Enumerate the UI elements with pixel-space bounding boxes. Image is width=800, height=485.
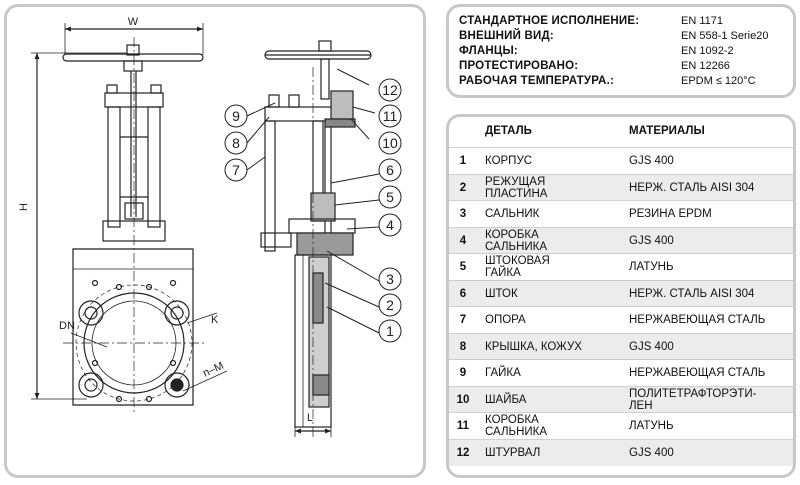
callout-6: 6	[386, 162, 394, 178]
row-part: КОРОБКА САЛЬНИКА	[485, 228, 548, 253]
row-material: ЛАТУНЬ	[629, 261, 674, 274]
callout-10: 10	[382, 135, 398, 151]
parts-table: ДЕТАЛЬ МАТЕРИАЛЫ 1 КОРПУС GJS 400 2 РЕЖУ…	[446, 114, 796, 478]
row-part: КОРОБКА САЛЬНИКА	[485, 414, 548, 439]
standard-value: EN 558-1 Serie20	[681, 30, 769, 42]
standard-value: EN 1092-2	[681, 45, 734, 57]
standard-label: РАБОЧАЯ ТЕМПЕРАТУРА.:	[459, 75, 614, 87]
callout-11: 11	[383, 108, 398, 124]
table-row: 5 ШТОКОВАЯ ГАЙКА ЛАТУНЬ	[449, 253, 793, 281]
table-row: 9 ГАЙКА НЕРЖАВЕЮЩАЯ СТАЛЬ	[449, 359, 793, 387]
row-number: 4	[459, 234, 467, 247]
callout-1: 1	[386, 323, 394, 339]
row-part: ШТУРВАЛ	[485, 446, 541, 459]
row-number: 9	[459, 367, 467, 380]
standard-value: EN 12266	[681, 60, 730, 72]
callout-4: 4	[386, 217, 394, 233]
row-part: САЛЬНИК	[485, 208, 540, 221]
callout-2: 2	[386, 297, 394, 313]
dim-h-label: H	[18, 203, 30, 211]
standard-label: ВНЕШНИЙ ВИД:	[459, 30, 554, 42]
table-row: 1 КОРПУС GJS 400	[449, 147, 793, 175]
dim-w-label: W	[128, 16, 139, 28]
standard-label: СТАНДАРТНОЕ ИСПОЛНЕНИЕ:	[459, 15, 640, 27]
callouts: 9 8 7 12 11 10 6 5 4 3 2 1	[224, 68, 402, 343]
standards-panel: СТАНДАРТНОЕ ИСПОЛНЕНИЕ: EN 1171 ВНЕШНИЙ …	[446, 4, 796, 98]
valve-drawing: W H	[18, 16, 402, 437]
standard-label: ФЛАНЦЫ:	[459, 45, 518, 57]
row-material: НЕРЖ. СТАЛЬ AISI 304	[629, 181, 755, 194]
table-row: 6 ШТОК НЕРЖ. СТАЛЬ AISI 304	[449, 279, 793, 307]
row-material: GJS 400	[629, 340, 674, 353]
drawing-panel: W H	[4, 4, 426, 478]
table-row: 3 САЛЬНИК РЕЗИНА EPDM	[449, 200, 793, 228]
standard-row: ФЛАНЦЫ: EN 1092-2	[459, 44, 789, 58]
standard-row: ВНЕШНИЙ ВИД: EN 558-1 Serie20	[459, 29, 789, 43]
callout-5: 5	[386, 189, 394, 205]
table-row: 7 ОПОРА НЕРЖАВЕЮЩАЯ СТАЛЬ	[449, 306, 793, 334]
row-part: ОПОРА	[485, 314, 526, 327]
row-number: 12	[456, 446, 470, 459]
table-header: ДЕТАЛЬ МАТЕРИАЛЫ	[449, 117, 793, 147]
row-material: ПОЛИТЕТРАФТОРЭТИ-ЛЕН	[629, 387, 757, 412]
callout-7: 7	[232, 162, 240, 178]
row-material: GJS 400	[629, 155, 674, 168]
table-row: 4 КОРОБКА САЛЬНИКА GJS 400	[449, 226, 793, 254]
callout-12: 12	[382, 82, 398, 98]
row-material: НЕРЖАВЕЮЩАЯ СТАЛЬ	[629, 314, 766, 327]
side-view: L	[260, 40, 372, 437]
row-material: GJS 400	[629, 234, 674, 247]
row-material: НЕРЖ. СТАЛЬ AISI 304	[629, 287, 755, 300]
table-row: 8 КРЫШКА, КОЖУХ GJS 400	[449, 332, 793, 360]
standard-value: EPDM ≤ 120°C	[681, 75, 756, 87]
row-number: 2	[459, 181, 467, 194]
standard-label: ПРОТЕСТИРОВАНО:	[459, 60, 579, 72]
row-number: 6	[459, 287, 467, 300]
row-part: РЕЖУЩАЯ ПЛАСТИНА	[485, 175, 548, 200]
callout-9: 9	[232, 108, 240, 124]
row-material: РЕЗИНА EPDM	[629, 208, 712, 221]
table-row: 2 РЕЖУЩАЯ ПЛАСТИНА НЕРЖ. СТАЛЬ AISI 304	[449, 173, 793, 201]
row-part: КОРПУС	[485, 155, 533, 168]
row-part: ГАЙКА	[485, 367, 521, 380]
dim-dn-label: DN	[59, 320, 75, 332]
header-material: МАТЕРИАЛЫ	[629, 125, 705, 137]
table-row: 10 ШАЙБА ПОЛИТЕТРАФТОРЭТИ-ЛЕН	[449, 385, 793, 413]
callout-3: 3	[386, 271, 394, 287]
row-material: GJS 400	[629, 446, 674, 459]
row-number: 10	[456, 393, 470, 406]
row-part: ШТОК	[485, 287, 518, 300]
table-row: 12 ШТУРВАЛ GJS 400	[449, 438, 793, 466]
standard-row: ПРОТЕСТИРОВАНО: EN 12266	[459, 59, 789, 73]
row-number: 8	[459, 340, 467, 353]
row-material: ЛАТУНЬ	[629, 420, 674, 433]
row-number: 5	[459, 261, 467, 274]
row-number: 7	[459, 314, 467, 327]
standard-row: РАБОЧАЯ ТЕМПЕРАТУРА.: EPDM ≤ 120°C	[459, 74, 789, 88]
dim-k-label: K	[211, 314, 219, 326]
row-number: 1	[459, 155, 467, 168]
row-part: ШТОКОВАЯ ГАЙКА	[485, 255, 550, 280]
dim-l-label: L	[307, 412, 313, 424]
callout-8: 8	[232, 135, 240, 151]
row-part: КРЫШКА, КОЖУХ	[485, 340, 582, 353]
standard-row: СТАНДАРТНОЕ ИСПОЛНЕНИЕ: EN 1171	[459, 14, 789, 28]
front-view: W H	[18, 16, 228, 415]
header-part: ДЕТАЛЬ	[485, 125, 532, 137]
row-number: 11	[456, 420, 470, 433]
row-part: ШАЙБА	[485, 393, 527, 406]
table-row: 11 КОРОБКА САЛЬНИКА ЛАТУНЬ	[449, 412, 793, 440]
standard-value: EN 1171	[681, 15, 723, 27]
row-material: НЕРЖАВЕЮЩАЯ СТАЛЬ	[629, 367, 766, 380]
row-number: 3	[459, 208, 467, 221]
